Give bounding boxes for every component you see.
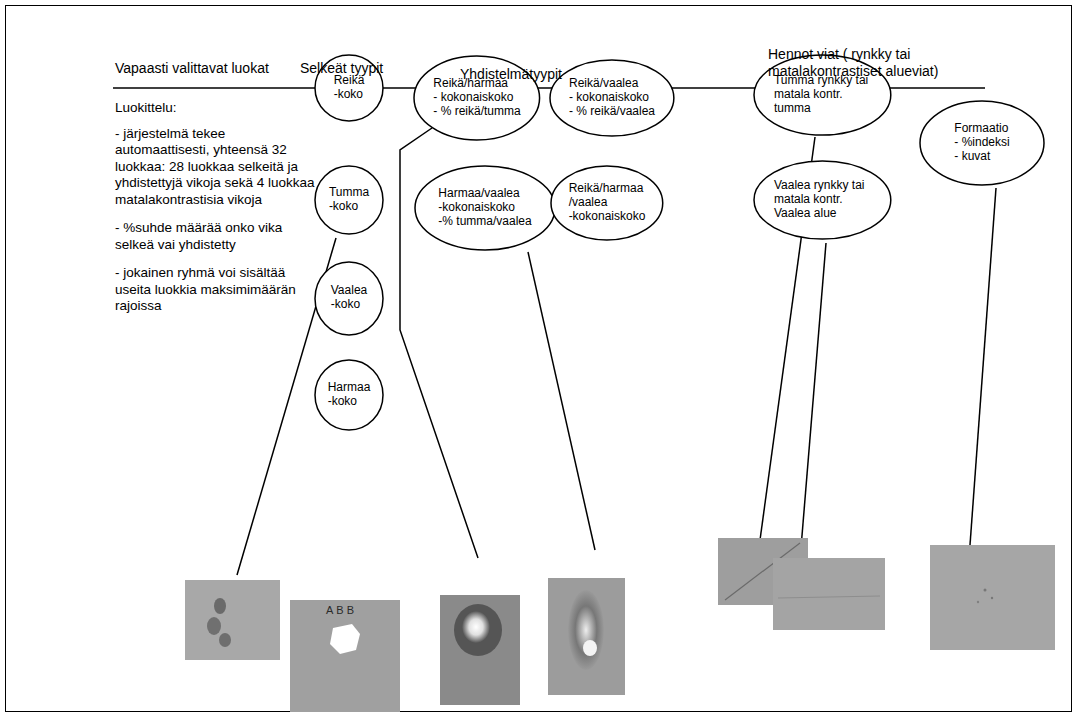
defect-class-ellipse: Reikä/vaalea- kokonaiskoko- % reikä/vaal… (549, 59, 675, 137)
defect-class-ellipse: Harmaa-koko (314, 359, 384, 431)
class-text: Vaalea (331, 284, 367, 298)
class-text: -koko (334, 88, 365, 102)
ellipse-text: Vaalea-koko (331, 284, 367, 312)
defect-class-ellipse: Tumma-koko (314, 165, 384, 235)
photo-text: ABB (326, 604, 357, 617)
note-text: - jokainen ryhmä voi sisältää useita luo… (115, 265, 315, 314)
class-text: -kokonaiskoko (438, 201, 531, 215)
class-text: - % reikä/tumma (433, 105, 520, 119)
ellipse-text: Reikä/vaalea- kokonaiskoko- % reikä/vaal… (569, 77, 655, 118)
defect-class-ellipse: Harmaa/vaalea-kokonaiskoko-% tumma/vaale… (414, 165, 556, 251)
class-text: Harmaa (328, 381, 371, 395)
ellipse-text: Reikä-koko (334, 74, 365, 102)
note-text: - järjestelmä tekee automaattisesti, yht… (115, 126, 315, 208)
column-heading: Selkeät tyypit (300, 60, 383, 77)
defect-class-ellipse: Vaalea rynkky tai matala kontr. Vaalea a… (753, 160, 892, 240)
class-text: -koko (328, 395, 371, 409)
defect-class-ellipse: Formaatio- %indeksi- kuvat (919, 100, 1045, 186)
ellipse-text: Formaatio- %indeksi- kuvat (954, 122, 1009, 163)
ellipse-text: Reikä/harmaa/vaalea-kokonaiskoko (569, 182, 646, 223)
class-text: -kokonaiskoko (569, 210, 646, 224)
defect-photos (185, 538, 1055, 712)
class-text: Harmaa/vaalea (438, 187, 531, 201)
class-text: Formaatio (954, 122, 1009, 136)
class-text: - kokonaiskoko (569, 91, 655, 105)
class-text: Reikä/harmaa (569, 182, 646, 196)
note-heading: Luokittelu: (115, 100, 315, 116)
column-heading: Yhdistelmätyypit (460, 66, 562, 83)
class-text: - %indeksi (954, 136, 1009, 150)
class-text: Reikä/vaalea (569, 77, 655, 91)
class-text: /vaalea (569, 196, 646, 210)
frame (6, 6, 1072, 712)
class-text: -% tumma/vaalea (438, 215, 531, 229)
class-text: - kokonaiskoko (433, 91, 520, 105)
class-text: Tumma (329, 186, 369, 200)
class-text: -koko (329, 200, 369, 214)
class-text: - % reikä/vaalea (569, 105, 655, 119)
defect-class-ellipse: Vaalea-koko (314, 261, 384, 336)
column-heading: Hennot viat ( rynkky tai matalakontrasti… (768, 46, 990, 80)
defect-class-ellipse: Reikä/harmaa/vaalea-kokonaiskoko (550, 165, 664, 241)
ellipse-text: Tumma rynkky tai matala kontr. tumma (774, 74, 870, 115)
ellipse-text: Harmaa-koko (328, 381, 371, 409)
class-text: - kuvat (954, 150, 1009, 164)
class-text: Tumma rynkky tai matala kontr. tumma (774, 74, 870, 115)
ellipse-text: Harmaa/vaalea-kokonaiskoko-% tumma/vaale… (438, 187, 531, 228)
class-text: -koko (331, 298, 367, 312)
class-text: Reikä (334, 74, 365, 88)
ellipse-text: Vaalea rynkky tai matala kontr. Vaalea a… (774, 179, 870, 220)
leader-lines (237, 128, 996, 575)
class-text: Vaalea rynkky tai matala kontr. Vaalea a… (774, 179, 870, 220)
column-heading: Vapaasti valittavat luokat (115, 60, 269, 77)
note-text: - %suhde määrää onko vika selkeä vai yhd… (115, 220, 315, 253)
ellipse-text: Tumma-koko (329, 186, 369, 214)
ellipse-text: Reikä/harmaa- kokonaiskoko- % reikä/tumm… (433, 77, 520, 118)
